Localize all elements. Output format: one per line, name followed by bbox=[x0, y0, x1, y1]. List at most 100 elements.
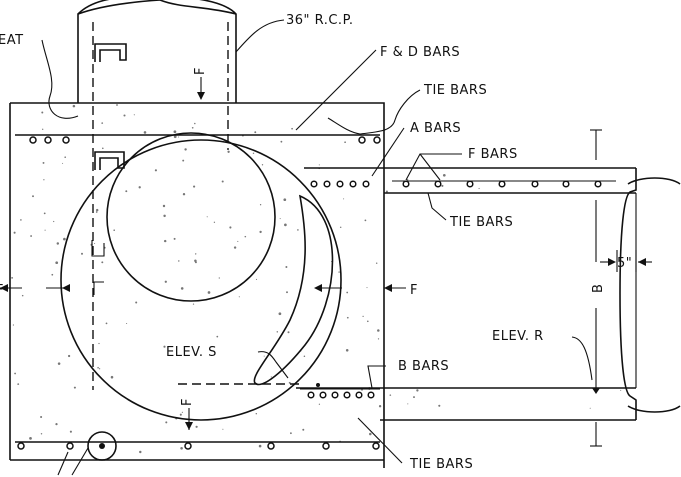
concrete-speck bbox=[133, 114, 135, 116]
concrete-speck bbox=[30, 235, 33, 237]
concrete-speck bbox=[173, 130, 177, 134]
bottom-bars bbox=[17, 442, 380, 450]
concrete-speck bbox=[57, 362, 61, 365]
concrete-speck bbox=[11, 276, 14, 279]
fd-bars bbox=[29, 136, 381, 144]
leader-tie-top bbox=[327, 89, 421, 135]
concrete-speck bbox=[276, 331, 279, 333]
concrete-speck bbox=[182, 159, 185, 162]
concrete-speck bbox=[229, 226, 232, 229]
hook-bar-mid bbox=[94, 151, 125, 170]
leader-fd bbox=[295, 49, 377, 131]
concrete-speck bbox=[291, 127, 293, 130]
leader-elev-s bbox=[257, 351, 289, 379]
concrete-speck bbox=[32, 195, 34, 198]
concrete-speck bbox=[43, 212, 46, 215]
dim-5 bbox=[600, 250, 652, 272]
concrete-speck bbox=[20, 219, 22, 221]
a-bars bbox=[310, 180, 370, 188]
concrete-speck bbox=[377, 338, 380, 340]
concrete-speck bbox=[283, 198, 287, 202]
concrete-speck bbox=[95, 211, 98, 213]
leader-elev-r bbox=[571, 336, 593, 381]
concrete-speck bbox=[259, 204, 262, 206]
concrete-speck bbox=[178, 136, 180, 138]
concrete-speck bbox=[162, 204, 166, 208]
label-elev-r: ELEV. R bbox=[492, 329, 544, 344]
concrete-speck bbox=[252, 152, 255, 154]
concrete-speck bbox=[318, 403, 321, 405]
concrete-speck bbox=[213, 221, 216, 223]
label-dim-b: B bbox=[591, 284, 606, 293]
concrete-speck bbox=[63, 237, 66, 241]
concrete-speck bbox=[102, 147, 104, 150]
drain-ring bbox=[87, 431, 117, 461]
label-tie-bars-bottom: TIE BARS bbox=[409, 457, 473, 472]
concrete-speck bbox=[343, 198, 345, 200]
b-bars bbox=[307, 383, 375, 399]
concrete-speck bbox=[344, 141, 346, 144]
concrete-speck bbox=[41, 111, 44, 114]
leader-f1 bbox=[405, 153, 462, 181]
leader-tie-mid bbox=[427, 192, 447, 221]
concrete-speck bbox=[221, 180, 224, 183]
concrete-speck bbox=[42, 161, 45, 164]
concrete-speck bbox=[258, 444, 262, 448]
concrete-speck bbox=[164, 280, 167, 283]
leader-drain bbox=[71, 447, 89, 476]
concrete-speck bbox=[163, 345, 166, 348]
concrete-speck bbox=[180, 447, 183, 450]
pipe-36-rcp bbox=[77, 0, 237, 103]
concrete-speck bbox=[64, 156, 66, 158]
concrete-speck bbox=[180, 287, 184, 290]
concrete-speck bbox=[302, 428, 305, 431]
concrete-speck bbox=[238, 296, 240, 298]
concrete-speck bbox=[346, 316, 349, 319]
leader-a bbox=[371, 127, 405, 177]
concrete-speck bbox=[43, 179, 45, 181]
pipe-opening-outer bbox=[60, 139, 342, 421]
concrete-speck bbox=[139, 450, 142, 454]
concrete-speck bbox=[40, 415, 43, 419]
concrete-speck bbox=[385, 190, 388, 193]
concrete-speck bbox=[191, 126, 194, 129]
concrete-speck bbox=[194, 261, 197, 264]
label-pipe: 36" R.C.P. bbox=[286, 13, 354, 28]
concrete-speck bbox=[290, 432, 292, 435]
concrete-speck bbox=[125, 190, 128, 193]
concrete-speck bbox=[178, 260, 180, 262]
concrete-speck bbox=[297, 229, 299, 231]
concrete-speck bbox=[56, 242, 60, 245]
leader-drain-2 bbox=[57, 451, 69, 476]
leader-pipe bbox=[235, 19, 285, 53]
concrete-speck bbox=[244, 235, 247, 238]
concrete-speck bbox=[345, 349, 349, 352]
concrete-speck bbox=[280, 140, 283, 143]
concrete-speck bbox=[165, 421, 168, 424]
concrete-speck bbox=[97, 366, 99, 369]
hook-bar-lower bbox=[91, 240, 105, 257]
concrete-speck bbox=[98, 342, 100, 345]
concrete-speck bbox=[263, 355, 265, 357]
concrete-speck bbox=[173, 237, 176, 240]
f-bars bbox=[402, 180, 602, 188]
concrete-speck bbox=[378, 405, 382, 408]
concrete-speck bbox=[192, 303, 195, 305]
label-fd-bars: F & D BARS bbox=[380, 45, 460, 60]
concrete-speck bbox=[620, 389, 622, 391]
concrete-speck bbox=[366, 287, 368, 289]
section-f-left-marker bbox=[0, 284, 70, 292]
concrete-speck bbox=[95, 208, 99, 212]
concrete-speck bbox=[318, 164, 320, 166]
concrete-speck bbox=[55, 261, 59, 265]
concrete-speck bbox=[278, 312, 282, 316]
concrete-speck bbox=[284, 223, 287, 227]
label-tie-bars-mid: TIE BARS bbox=[449, 215, 513, 230]
concrete-speck bbox=[303, 355, 306, 358]
concrete-speck bbox=[182, 193, 186, 196]
concrete-speck bbox=[163, 214, 166, 218]
concrete-speck bbox=[237, 240, 239, 242]
concrete-speck bbox=[270, 376, 272, 378]
concrete-speck bbox=[346, 291, 349, 294]
concrete-speck bbox=[406, 178, 409, 181]
